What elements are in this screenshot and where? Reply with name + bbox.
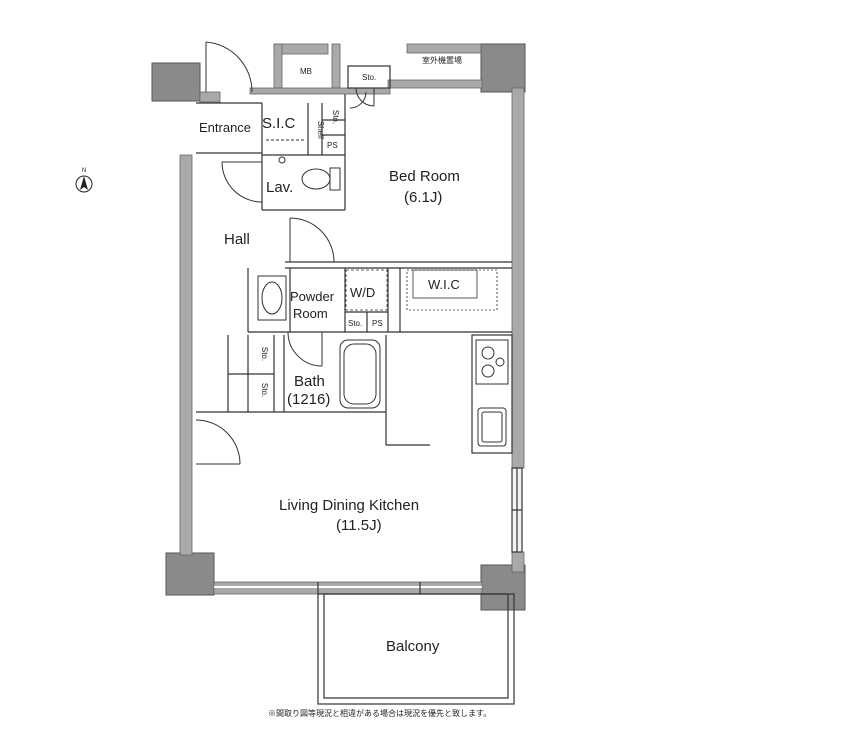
compass-label: N [82, 168, 86, 174]
wall-mb-right [331, 43, 341, 89]
walls [179, 43, 525, 595]
label-entrance: Entrance [199, 120, 251, 135]
column-top-right [480, 43, 526, 93]
stove-icon [475, 339, 509, 385]
column-bottom-right [480, 564, 526, 611]
label-powder-1: Powder [290, 289, 335, 304]
label-sto-d: Sto. [260, 383, 269, 397]
bathtub-icon [339, 339, 381, 409]
wall-mb-left [273, 43, 283, 89]
label-sto-top: Sto. [362, 73, 376, 82]
label-shelf: Shelf [316, 121, 325, 140]
toilet-icon [301, 167, 341, 191]
sink-icon [278, 156, 286, 164]
label-mb: MB [300, 67, 312, 76]
label-wic: W.I.C [428, 277, 460, 292]
washbasin-icon [257, 275, 287, 321]
fixtures [257, 139, 509, 447]
label-outdoor-unit: 室外機置場 [422, 55, 462, 65]
label-powder-2: Room [293, 306, 328, 321]
label-bath-size: (1216) [287, 391, 330, 408]
interior-partitions [196, 65, 523, 705]
label-ps-b: PS [372, 319, 383, 328]
wall-top-outdoor [406, 43, 482, 54]
wall-bed-top [387, 79, 483, 89]
column-bottom-left [165, 552, 215, 596]
label-bath: Bath [294, 373, 325, 390]
door-swings [195, 41, 375, 465]
wall-sic-top [249, 87, 391, 95]
label-hall: Hall [224, 231, 250, 248]
label-bedroom: Bed Room [389, 168, 460, 185]
label-wd: W/D [350, 285, 375, 300]
room-labels: Entrance S.I.C Shelf Sto. PS MB Sto. 室外機… [199, 55, 462, 655]
label-ps-a: PS [327, 141, 338, 150]
kitchen-sink-icon [477, 407, 507, 447]
label-bedroom-size: (6.1J) [404, 189, 442, 206]
wall-right-upper [511, 87, 525, 469]
label-sic: S.I.C [262, 115, 296, 132]
label-balcony: Balcony [386, 638, 440, 655]
label-sto-a: Sto. [331, 110, 340, 124]
label-ldk-size: (11.5J) [336, 517, 382, 534]
column-top-left [151, 62, 201, 102]
compass-icon: N [75, 168, 93, 193]
wall-right-lower [511, 551, 525, 573]
label-ldk: Living Dining Kitchen [279, 497, 419, 514]
wall-left [179, 154, 193, 556]
label-lav: Lav. [266, 179, 293, 196]
footnote: ※間取り図等現況と相違がある場合は現況を優先と致します。 [268, 708, 491, 718]
wall-entrance-top [199, 91, 221, 103]
label-sto-b: Sto. [348, 319, 362, 328]
label-sto-c: Sto. [260, 347, 269, 361]
